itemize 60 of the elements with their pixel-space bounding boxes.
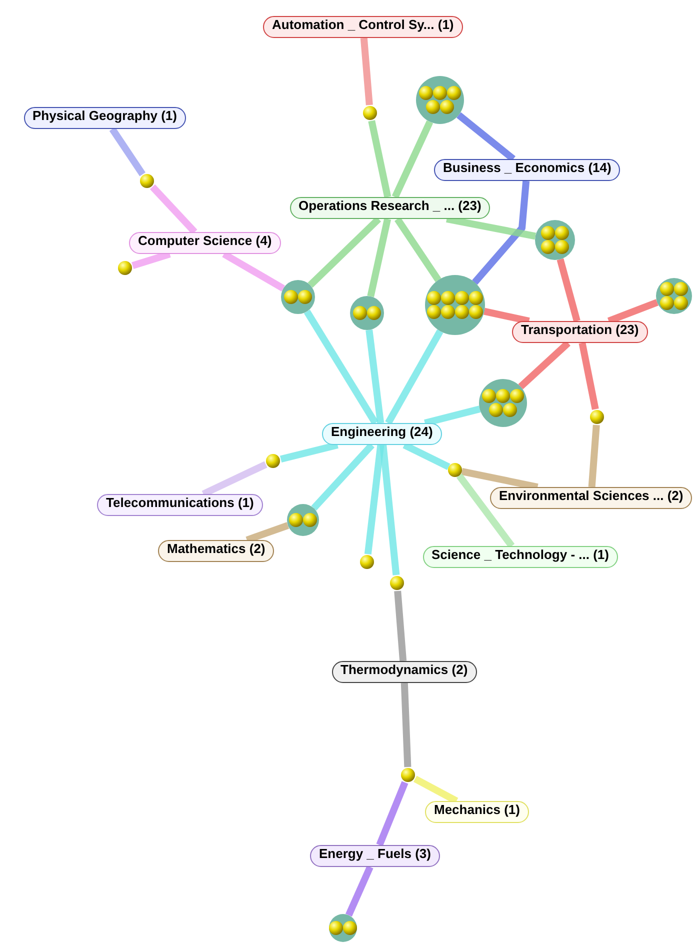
- ball: [590, 410, 604, 424]
- category-label: Automation _ Control Sy... (1): [263, 16, 463, 38]
- connector: [392, 120, 434, 198]
- ball-cluster: [425, 275, 485, 335]
- category-label: Transportation (23): [512, 321, 648, 343]
- connector: [400, 682, 412, 768]
- connector: [308, 216, 382, 288]
- connector: [380, 444, 400, 576]
- category-label: Operations Research _ ... (23): [290, 197, 490, 219]
- ball-cluster: [281, 280, 315, 314]
- connector: [394, 590, 407, 662]
- connector: [366, 329, 384, 424]
- connector: [360, 38, 373, 106]
- ball-cluster: [656, 278, 692, 314]
- ball: [448, 463, 462, 477]
- ball-cluster: [416, 76, 464, 124]
- connector: [280, 442, 338, 462]
- ball-cluster: [350, 296, 384, 330]
- connector: [456, 474, 515, 548]
- ball: [390, 576, 404, 590]
- ball: [140, 174, 154, 188]
- category-label: Telecommunications (1): [97, 494, 263, 516]
- ball-cluster: [329, 914, 357, 942]
- ball: [363, 106, 377, 120]
- category-label: Energy _ Fuels (3): [310, 845, 440, 867]
- connector: [109, 127, 146, 176]
- connector: [484, 308, 530, 324]
- ball-cluster: [479, 379, 527, 427]
- connector: [376, 781, 408, 846]
- category-label: Science _ Technology - ... (1): [422, 546, 618, 568]
- connector: [367, 218, 392, 298]
- connector: [556, 258, 580, 322]
- connector: [368, 120, 392, 198]
- category-label: Thermodynamics (2): [332, 661, 477, 683]
- connector: [578, 342, 599, 410]
- category-label: Engineering (24): [322, 423, 442, 445]
- ball-cluster: [535, 220, 575, 260]
- category-label: Computer Science (4): [129, 232, 281, 254]
- ball: [118, 261, 132, 275]
- connector: [472, 180, 530, 285]
- category-label: Mechanics (1): [425, 801, 529, 823]
- connector: [424, 406, 481, 426]
- category-label: Physical Geography (1): [24, 107, 186, 129]
- category-label: Mathematics (2): [158, 540, 274, 562]
- category-label: Business _ Economics (14): [434, 159, 620, 181]
- ball: [360, 555, 374, 569]
- connector: [150, 184, 198, 234]
- ball: [266, 454, 280, 468]
- connector: [385, 329, 444, 425]
- connector: [456, 112, 516, 162]
- connector: [304, 310, 378, 425]
- connector: [588, 424, 600, 488]
- connector: [346, 866, 374, 917]
- connector: [364, 444, 384, 555]
- ball-cluster: [287, 504, 319, 536]
- connector: [394, 217, 442, 282]
- category-label: Environmental Sciences ... (2): [490, 487, 692, 509]
- connector: [311, 442, 374, 511]
- ball: [401, 768, 415, 782]
- connector: [518, 340, 570, 390]
